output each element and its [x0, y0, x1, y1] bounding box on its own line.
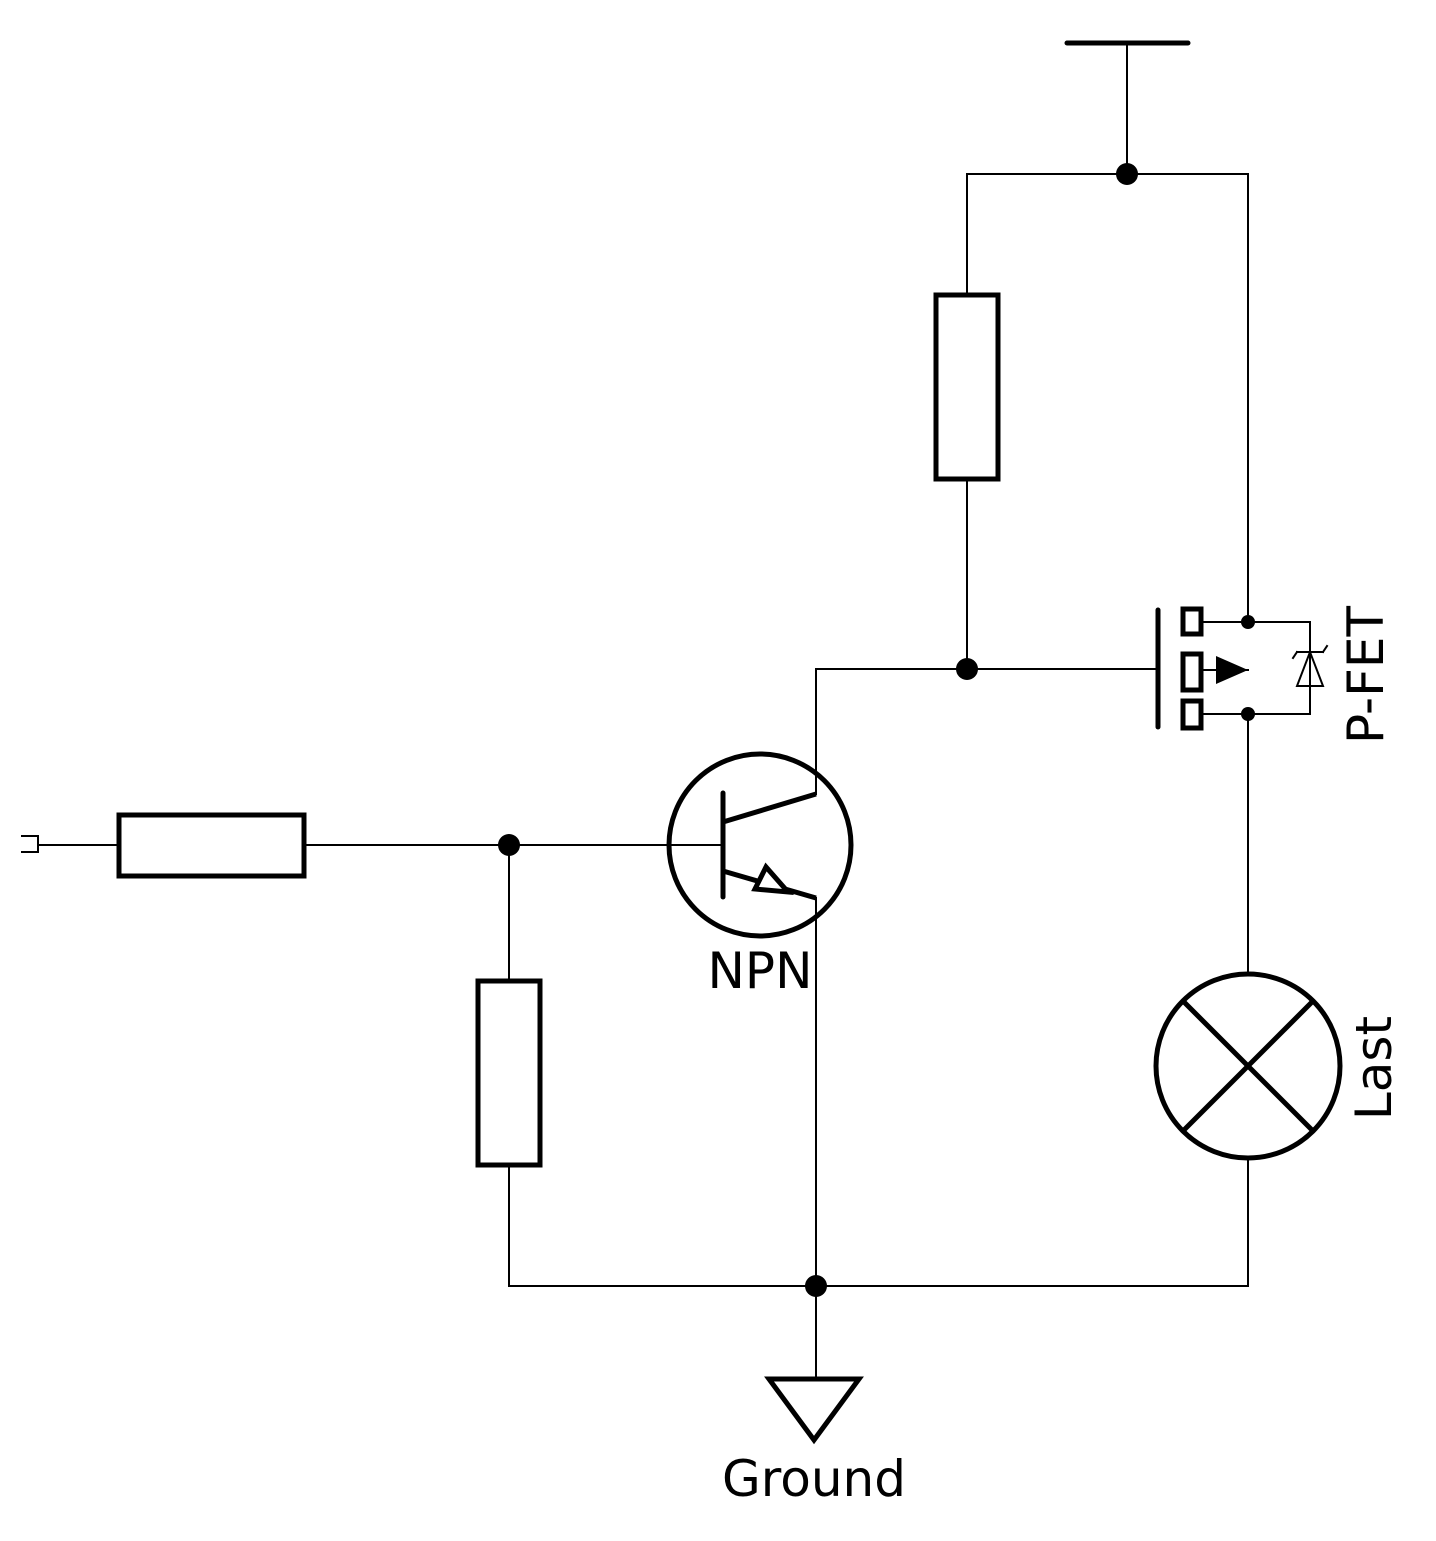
npn-label: NPN	[708, 942, 813, 1000]
ground-icon	[764, 1376, 864, 1445]
pulldown-resistor	[475, 978, 543, 1168]
pfet-label: P-FET	[1337, 606, 1395, 744]
base-resistor	[116, 812, 307, 879]
pullup-resistor	[933, 292, 1001, 482]
supply-symbol	[1064, 40, 1191, 175]
input-terminal-icon	[21, 835, 39, 853]
load-label: Last	[1345, 1016, 1403, 1120]
junction-gate	[956, 658, 978, 680]
junction-supply	[1116, 163, 1138, 185]
ground-label: Ground	[722, 1450, 906, 1508]
npn-transistor	[666, 751, 854, 939]
load-lamp	[1153, 971, 1343, 1161]
p-fet-symbol	[1155, 606, 1329, 731]
